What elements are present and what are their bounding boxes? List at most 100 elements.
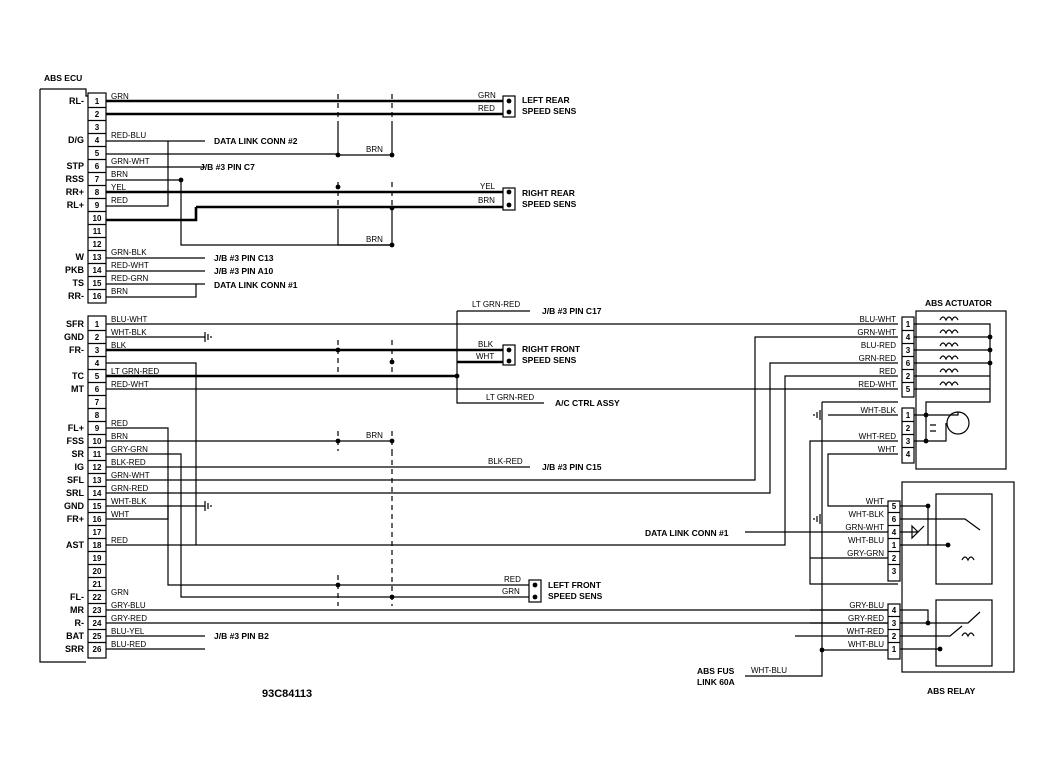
abs-actuator-title: ABS ACTUATOR bbox=[925, 298, 992, 308]
relay-pin-number: 5 bbox=[892, 502, 897, 511]
ecu-pin-wire-color: GRN-RED bbox=[111, 484, 149, 493]
rr-wire1: YEL bbox=[480, 182, 496, 191]
actuator-pin-wire-color: RED bbox=[879, 367, 896, 376]
lf-label1: LEFT FRONT bbox=[548, 580, 602, 590]
actuator-pin-wire-color: RED-WHT bbox=[858, 380, 896, 389]
relay-pin-wire-color: WHT-BLU bbox=[848, 536, 884, 545]
ecu-pin-wire-color: RED-GRN bbox=[111, 274, 149, 283]
ecu-pin-signal: FR- bbox=[69, 345, 84, 355]
ecu-pin-signal: W bbox=[76, 252, 85, 262]
ecu-pin-number: 6 bbox=[95, 162, 100, 171]
ecu-pin-signal: SRL bbox=[66, 488, 85, 498]
rear-shield: BRN BRN bbox=[335, 94, 395, 248]
relay-pin-number: 1 bbox=[892, 645, 897, 654]
ecu-pin-wire-color: RED bbox=[111, 536, 128, 545]
ref-fus2: LINK 60A bbox=[697, 677, 735, 687]
relay-pin-wire-color: WHT-BLU bbox=[848, 640, 884, 649]
lf-wire1: RED bbox=[504, 575, 521, 584]
relay-internals bbox=[900, 493, 993, 667]
right-front-speed-sensor: BLK WHT RIGHT FRONT SPEED SENS bbox=[106, 340, 581, 379]
ecu-pin-signal: SR bbox=[71, 449, 84, 459]
lf-wire2: GRN bbox=[502, 587, 520, 596]
ecu-pin-signal: RL- bbox=[69, 96, 84, 106]
ecu-pin-wire-color: BLK bbox=[111, 341, 127, 350]
ecu-pin-signal: RL+ bbox=[67, 200, 84, 210]
ecu-pin-signal: R- bbox=[75, 618, 85, 628]
rf-wire1: BLK bbox=[478, 340, 494, 349]
ground-icon bbox=[204, 332, 212, 342]
ecu-pin-wire-color: BLU-RED bbox=[111, 640, 146, 649]
lr-label2: SPEED SENS bbox=[522, 106, 577, 116]
whtblu-fus: WHT-BLU bbox=[751, 666, 787, 675]
actuator-pin-number: 6 bbox=[906, 359, 911, 368]
ref-jb-c13: J/B #3 PIN C13 bbox=[214, 253, 274, 263]
relay-pin-number: 2 bbox=[892, 554, 897, 563]
ecu-pin-number: 18 bbox=[93, 541, 102, 550]
ecu-pin-signal: MR bbox=[70, 605, 84, 615]
ecu-pin-number: 17 bbox=[93, 528, 102, 537]
ecu-pin-number: 24 bbox=[93, 619, 102, 628]
relay-pin-number: 2 bbox=[892, 632, 897, 641]
ref-jb-a10: J/B #3 PIN A10 bbox=[214, 266, 273, 276]
relay-pin-number: 3 bbox=[892, 619, 897, 628]
actuator-pin-number: 3 bbox=[906, 346, 911, 355]
wire-act-lower bbox=[809, 401, 898, 585]
ecu-pin-wire-color: GRY-RED bbox=[111, 614, 147, 623]
ecu-pin-signal: TS bbox=[72, 278, 84, 288]
ltgrnred-top: LT GRN-RED bbox=[472, 300, 520, 309]
ecu-pin-number: 12 bbox=[93, 463, 102, 472]
ref-ac: A/C CTRL ASSY bbox=[555, 398, 620, 408]
relay-body bbox=[901, 481, 1015, 673]
ecu-pin-wire-color: WHT-BLK bbox=[111, 497, 147, 506]
ref-jb-b2: J/B #3 PIN B2 bbox=[214, 631, 269, 641]
relay-pin-number: 4 bbox=[892, 528, 897, 537]
ecu-pin-wire-color: GRY-GRN bbox=[111, 445, 148, 454]
wire-relay bbox=[795, 557, 888, 637]
ecu-pin-signal: MT bbox=[71, 384, 84, 394]
wire-grp-ecu-a bbox=[106, 141, 392, 246]
ecu-pin-wire-color: GRN bbox=[111, 588, 129, 597]
relay-connector-a bbox=[887, 500, 901, 582]
ecu-pin-number: 19 bbox=[93, 554, 102, 563]
wire-grp-ecu-b bbox=[106, 257, 205, 298]
wire-grp-bottom bbox=[106, 609, 898, 650]
lr-wire1: GRN bbox=[478, 91, 496, 100]
ref-fus1: ABS FUS bbox=[697, 666, 735, 676]
ecu-pin-wire-color: GRY-BLU bbox=[111, 601, 146, 610]
ecu-pin-number: 15 bbox=[93, 279, 102, 288]
ecu-pin-number: 26 bbox=[93, 645, 102, 654]
actuator-pin-wire-color: WHT bbox=[878, 445, 896, 454]
brn-c: BRN bbox=[366, 431, 383, 440]
abs-relay-title: ABS RELAY bbox=[927, 686, 976, 696]
rf-label1: RIGHT FRONT bbox=[522, 344, 581, 354]
ref-jb-c15: J/B #3 PIN C15 bbox=[542, 462, 602, 472]
ecu-pin-wire-color: RED bbox=[111, 419, 128, 428]
actuator-body bbox=[915, 310, 1007, 470]
wire-grp-front bbox=[106, 427, 530, 598]
ecu-pin-number: 7 bbox=[95, 398, 100, 407]
ecu-pin-signal: FL- bbox=[70, 592, 84, 602]
ecu-pin-number: 3 bbox=[95, 123, 100, 132]
ecu-pin-number: 13 bbox=[93, 476, 102, 485]
actuator-pin-wire-color: BLU-WHT bbox=[860, 315, 897, 324]
ecu-pin-signal: PKB bbox=[65, 265, 85, 275]
ecu-pin-signal: GND bbox=[64, 332, 85, 342]
ecu-pin-signal: TC bbox=[72, 371, 84, 381]
ecu-pin-number: 21 bbox=[93, 580, 102, 589]
ground-icon-3 bbox=[813, 410, 821, 420]
wire-fusible bbox=[745, 402, 898, 677]
ecu-pin-wire-color: BRN bbox=[111, 432, 128, 441]
ecu-pin-number: 14 bbox=[93, 266, 102, 275]
wire-ast bbox=[106, 375, 898, 546]
ecu-pin-signal: GND bbox=[64, 501, 85, 511]
ecu-pin-number: 12 bbox=[93, 240, 102, 249]
ecu-pin-number: 2 bbox=[95, 333, 100, 342]
ecu-pin-number: 8 bbox=[95, 188, 100, 197]
rr-label1: RIGHT REAR bbox=[522, 188, 575, 198]
ecu-pin-signal: SFR bbox=[66, 319, 85, 329]
wire-sfr-mt bbox=[106, 323, 898, 390]
ecu-pin-number: 4 bbox=[95, 136, 100, 145]
brn-b: BRN bbox=[366, 235, 383, 244]
ecu-pin-wire-color: RED-WHT bbox=[111, 261, 149, 270]
